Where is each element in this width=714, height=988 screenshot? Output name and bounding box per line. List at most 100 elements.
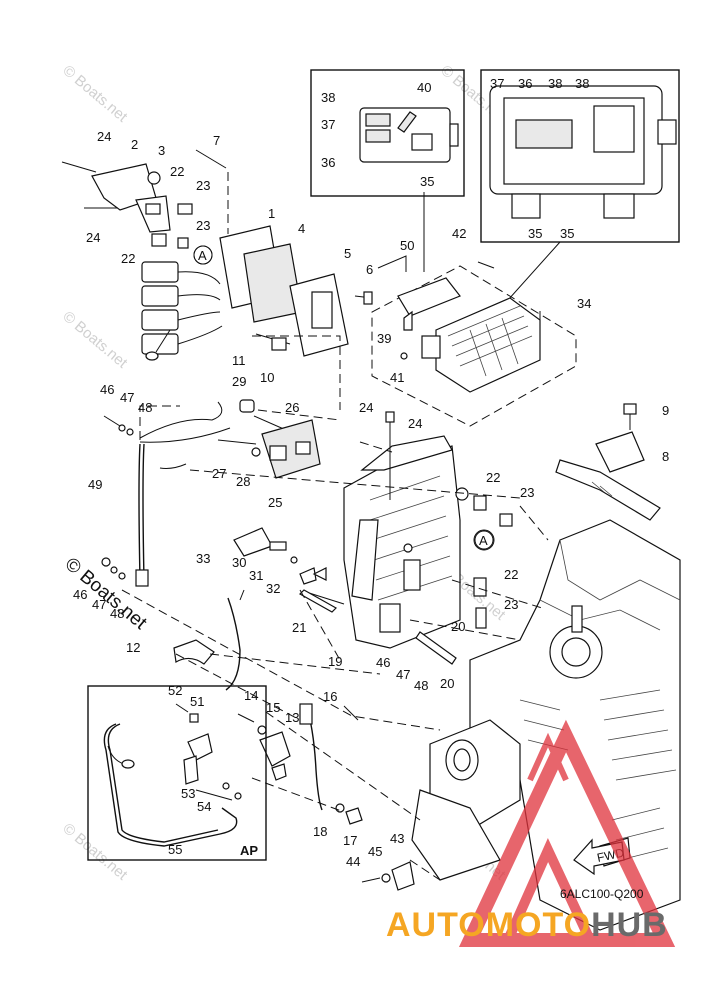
part-number-label: 24 — [97, 129, 111, 144]
brand-wordmark: AUTOMOTOHUB — [386, 905, 668, 945]
part-number-label: 55 — [168, 842, 182, 857]
parts-22-23-right — [299, 487, 513, 665]
part-number-label: 46 — [376, 655, 390, 670]
sensor-group — [103, 399, 321, 479]
part-number-label: 47 — [92, 597, 106, 612]
part-number-label: 47 — [396, 667, 410, 682]
inset-box-ecu-detail — [480, 69, 680, 301]
part-number-label: 48 — [138, 400, 152, 415]
electrical-bracket-19 — [343, 435, 461, 649]
part-number-label: 40 — [417, 80, 431, 95]
part-number-label: 36 — [518, 76, 532, 91]
part-number-label: 20 — [451, 619, 465, 634]
part-number-label: 15 — [266, 700, 280, 715]
bracket-assembly — [61, 149, 227, 249]
part-number-label: 42 — [452, 226, 466, 241]
part-number-label: 23 — [196, 178, 210, 193]
part-number-label: 39 — [377, 331, 391, 346]
part-number-label: 22 — [486, 470, 500, 485]
part-number-label: 38 — [575, 76, 589, 91]
part-number-label: 48 — [414, 678, 428, 693]
part-number-label: 8 — [662, 449, 669, 464]
small-parts-43-45 — [361, 861, 415, 891]
part-number-label: 33 — [196, 551, 210, 566]
callout-a-circle — [474, 530, 494, 550]
part-number-label: 37 — [490, 76, 504, 91]
part-number-label: 35 — [560, 226, 574, 241]
watermark-text: © Boats.net — [59, 308, 131, 372]
part-number-label: 23 — [504, 597, 518, 612]
part-number-label: 49 — [88, 477, 102, 492]
part-number-label: 9 — [662, 403, 669, 418]
part-number-label: 22 — [504, 567, 518, 582]
part-number-label: 22 — [170, 164, 184, 179]
parts-8-9 — [555, 403, 661, 521]
part-number-label: 35 — [528, 226, 542, 241]
part-number-label: 14 — [244, 688, 258, 703]
part-number-label: 46 — [100, 382, 114, 397]
part-number-label: 43 — [390, 831, 404, 846]
part-number-label: 24 — [86, 230, 100, 245]
part-number-label: 1 — [268, 206, 275, 221]
part-number-label: 24 — [359, 400, 373, 415]
part-number-label: 12 — [126, 640, 140, 655]
part-number-label: 5 — [344, 246, 351, 261]
part-number-label: 29 — [232, 374, 246, 389]
part-number-label: 31 — [249, 568, 263, 583]
part-number-label: 51 — [190, 694, 204, 709]
part-number-label: 36 — [321, 155, 335, 170]
part-number-label: 26 — [285, 400, 299, 415]
part-number-label: 46 — [73, 587, 87, 602]
part-number-label: 47 — [120, 390, 134, 405]
brand-wordmark-part1: AUTOMOTO — [386, 906, 592, 944]
part-labels: 38 40 37 36 35 37 36 38 38 35 35 24 7 2 … — [73, 76, 669, 901]
small-parts-30-33 — [101, 527, 345, 605]
part-number-label: 20 — [440, 676, 454, 691]
clamp-12 — [173, 639, 215, 665]
part-number-label: 35 — [420, 174, 434, 189]
diagram-code: 6ALC100-Q200 — [560, 887, 644, 901]
part-number-label: 38 — [548, 76, 562, 91]
callout-a-circle — [193, 245, 213, 265]
inset-box-ap — [87, 685, 267, 861]
part-number-label: 53 — [181, 786, 195, 801]
inset-ap-label: AP — [240, 843, 258, 858]
part-number-label: 19 — [328, 654, 342, 669]
connector-box-50 — [377, 255, 407, 272]
part-number-label: 24 — [408, 416, 422, 431]
watermark-text: © Boats.net — [59, 62, 131, 126]
part-number-label: 54 — [197, 799, 211, 814]
ignition-coil-group — [141, 245, 223, 361]
part-number-label: 34 — [577, 296, 591, 311]
part-number-label: 41 — [390, 370, 404, 385]
leader-lines — [121, 172, 549, 881]
part-number-label: 52 — [168, 683, 182, 698]
part-number-label: 7 — [213, 133, 220, 148]
brand-wordmark-part2: HUB — [591, 906, 668, 944]
part-number-label: 25 — [268, 495, 282, 510]
part-number-label: 45 — [368, 844, 382, 859]
part-number-label: 27 — [212, 466, 226, 481]
engine-block — [411, 519, 681, 931]
part-number-label: 3 — [158, 143, 165, 158]
callout-a-label: A — [479, 533, 488, 548]
part-number-label: 11 — [232, 353, 246, 368]
part-number-label: 50 — [400, 238, 414, 253]
part-number-label: 16 — [323, 689, 337, 704]
ecu-module-34 — [371, 261, 577, 427]
ignition-unit-1-4 — [219, 225, 373, 357]
part-number-label: 18 — [313, 824, 327, 839]
part-number-label: 6 — [366, 262, 373, 277]
watermark-text: © Boats.net — [59, 820, 131, 884]
part-number-label: 2 — [131, 137, 138, 152]
part-number-label: 30 — [232, 555, 246, 570]
part-number-label: 38 — [321, 90, 335, 105]
part-number-label: 10 — [260, 370, 274, 385]
wire-harness-49 — [135, 443, 187, 587]
part-number-label: 17 — [343, 833, 357, 848]
part-number-label: 28 — [236, 474, 250, 489]
part-number-label: 37 — [321, 117, 335, 132]
part-number-label: 23 — [196, 218, 210, 233]
part-number-label: 23 — [520, 485, 534, 500]
